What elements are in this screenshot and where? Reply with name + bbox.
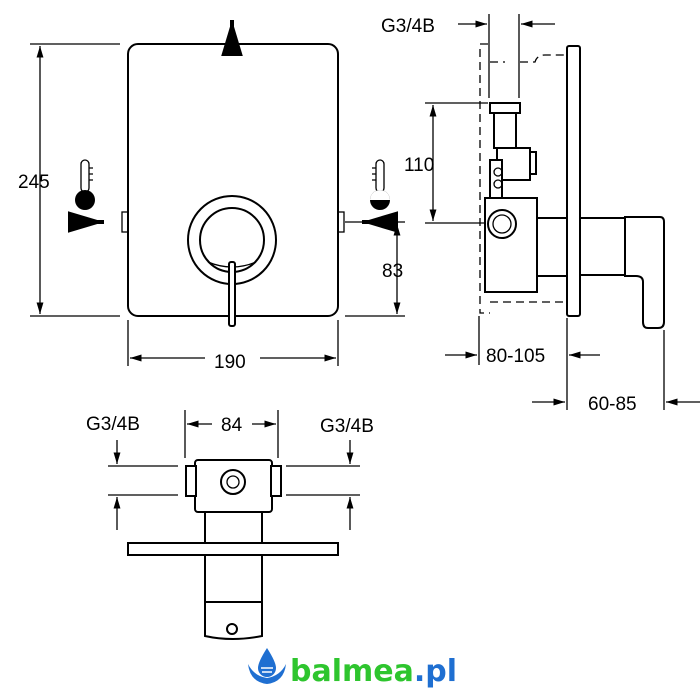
wall-outline [479,43,490,314]
cold-thermometer-icon [370,159,390,210]
balmea-logo: balmea.pl [248,648,457,689]
logo-tld: .pl [414,654,457,689]
side-thread-label: G3/4B [381,16,435,37]
projection-dimension: 60-85 [588,394,637,415]
logo-text: balmea.pl [290,654,457,689]
bottom-thread-left-label: G3/4B [86,414,140,435]
side-cover-plate [566,45,581,317]
water-drop-hands-icon [248,648,286,684]
side-view: G3/4B 110 80-105 60-85 [381,14,700,415]
cartridge-dimension: 110 [404,155,434,176]
logo-brand: balmea [290,654,414,689]
hot-thermometer-icon [75,159,95,210]
side-handle-stem [579,217,626,276]
side-handle-lever [624,216,665,329]
width-dimension: 190 [214,352,246,373]
bottom-handle [204,601,263,640]
bottom-thread-right-label: G3/4B [320,416,374,437]
front-view: 245 83 190 [18,20,405,373]
body-width-dimension: 84 [221,415,243,436]
bottom-cover-plate [127,542,339,556]
height-dimension: 245 [18,172,50,193]
handle-lever [228,261,236,327]
wall-depth-dimension: 80-105 [486,346,545,367]
bottom-view: G3/4B G3/4B 84 [86,410,374,640]
inlet-height-dimension: 83 [382,261,403,282]
